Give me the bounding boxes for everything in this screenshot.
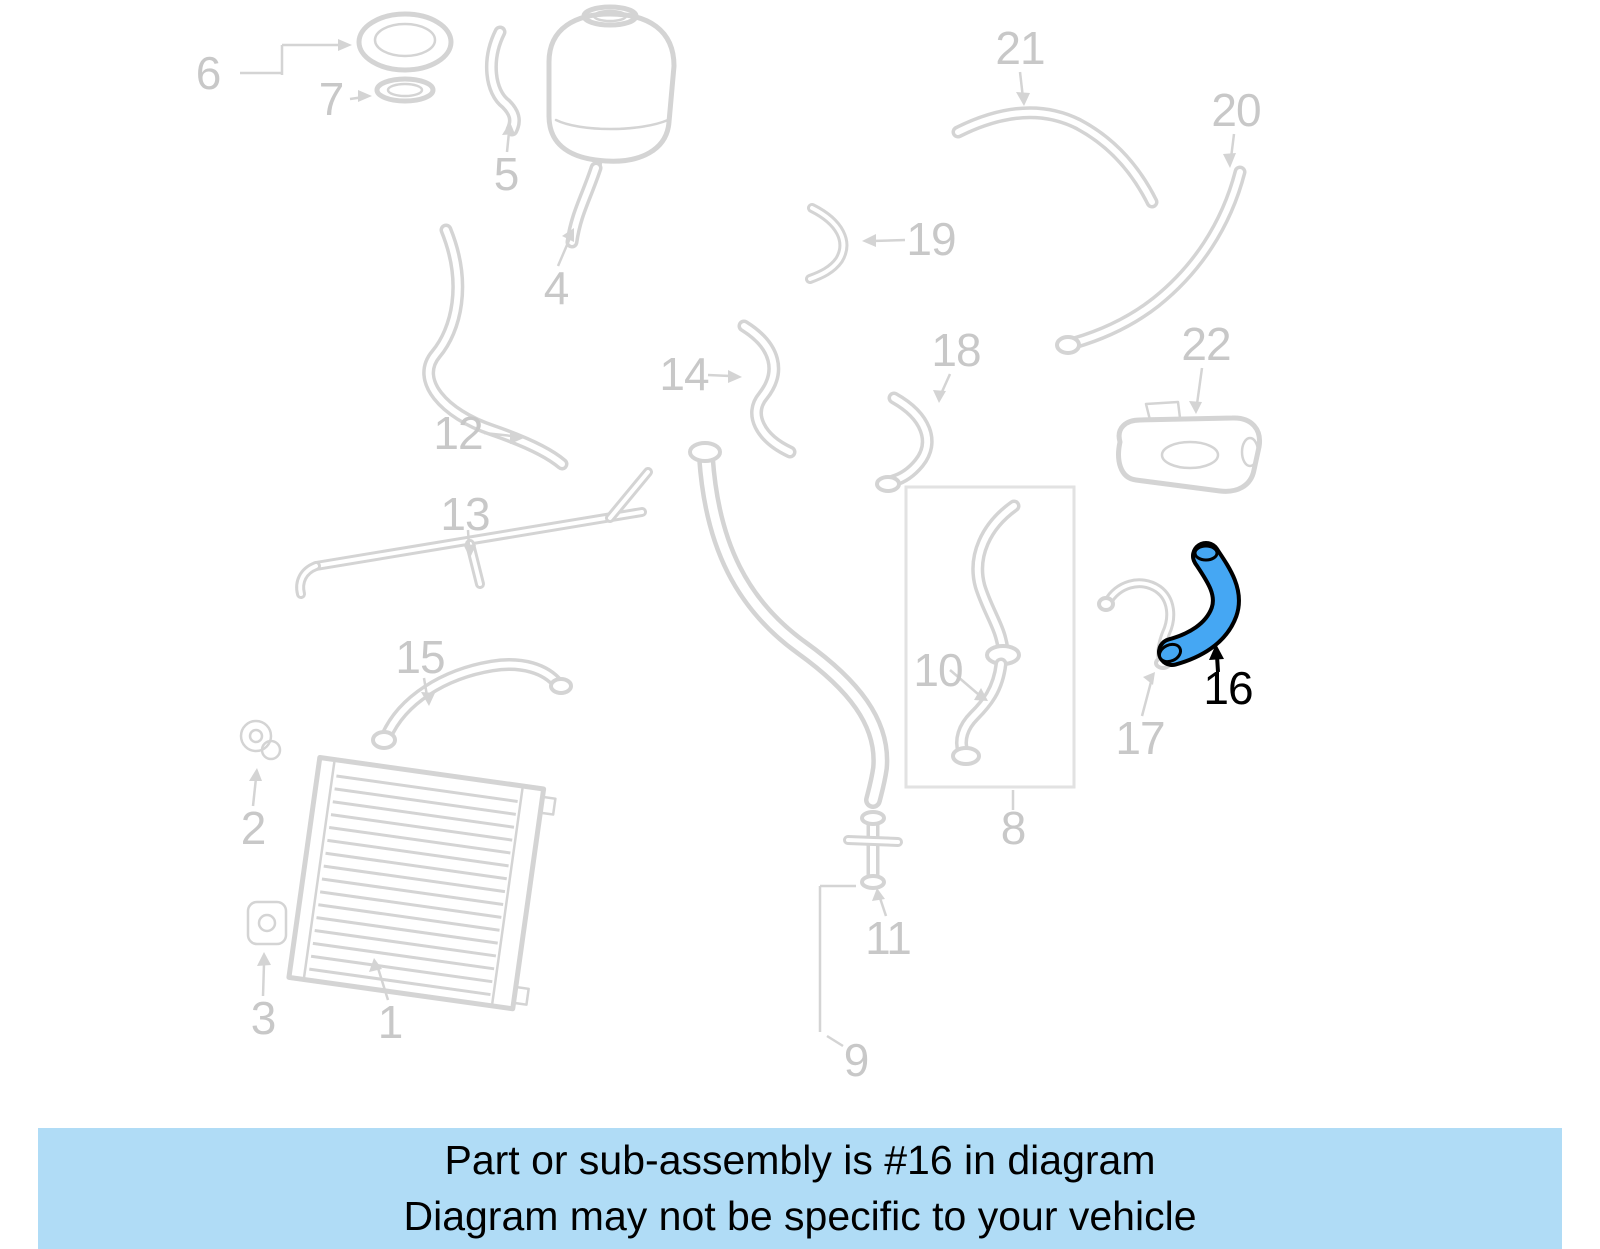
part-8-hose xyxy=(688,441,890,809)
callout-9: 9 xyxy=(843,1034,870,1086)
callout-3: 3 xyxy=(250,992,277,1044)
part-3-clamp xyxy=(246,900,288,997)
subassembly-box xyxy=(904,485,1076,810)
callout-6: 6 xyxy=(195,47,222,99)
part-22-housing xyxy=(1116,367,1263,494)
callout-12: 12 xyxy=(433,407,483,459)
part-13-pipe xyxy=(295,467,653,599)
part-5-hose xyxy=(484,25,521,153)
callout-20: 20 xyxy=(1211,84,1261,136)
part-10-hose xyxy=(949,499,1021,766)
callout-17: 17 xyxy=(1115,712,1165,764)
expansion-tank xyxy=(546,4,677,175)
part-15-hose xyxy=(371,658,573,750)
part-1-radiator xyxy=(286,755,557,1012)
part-12-hose xyxy=(422,223,569,471)
banner-line-2: Diagram may not be specific to your vehi… xyxy=(403,1192,1197,1239)
callout-21: 21 xyxy=(995,22,1045,74)
part-20-hose xyxy=(1055,133,1247,355)
callout-13: 13 xyxy=(440,488,490,540)
part-11-fitting xyxy=(843,810,903,917)
part-19-hose xyxy=(805,203,906,284)
footer-banner: Part or sub-assembly is #16 in diagram D… xyxy=(38,1128,1562,1249)
callout-15: 15 xyxy=(395,631,445,683)
callout-5: 5 xyxy=(493,148,520,200)
callout-19: 19 xyxy=(906,213,956,265)
callout-11: 11 xyxy=(865,912,912,964)
part-14-hose xyxy=(707,319,797,459)
radiator-cap xyxy=(240,11,454,104)
part-21-hose xyxy=(951,71,1159,209)
callout-4: 4 xyxy=(543,262,570,314)
part-4-hose xyxy=(556,161,603,267)
callout-2: 2 xyxy=(240,802,267,854)
callout-16-highlighted: 16 xyxy=(1203,662,1253,714)
part-2-clamp xyxy=(239,719,282,807)
diagram-artwork xyxy=(239,4,1263,1048)
callout-18: 18 xyxy=(931,324,981,376)
part-1-leader xyxy=(369,958,390,1001)
part-16-arrow xyxy=(1209,644,1224,673)
callout-7: 7 xyxy=(318,73,345,125)
part-9-bracket xyxy=(818,884,856,1048)
callout-8: 8 xyxy=(1000,802,1027,854)
callout-22: 22 xyxy=(1181,318,1231,370)
banner-line-1: Part or sub-assembly is #16 in diagram xyxy=(444,1137,1156,1184)
part-18-hose xyxy=(875,373,952,493)
callout-14: 14 xyxy=(659,348,709,400)
part-16-highlighted-hose xyxy=(1157,541,1241,667)
callout-10: 10 xyxy=(913,644,963,696)
callout-1: 1 xyxy=(377,996,404,1048)
